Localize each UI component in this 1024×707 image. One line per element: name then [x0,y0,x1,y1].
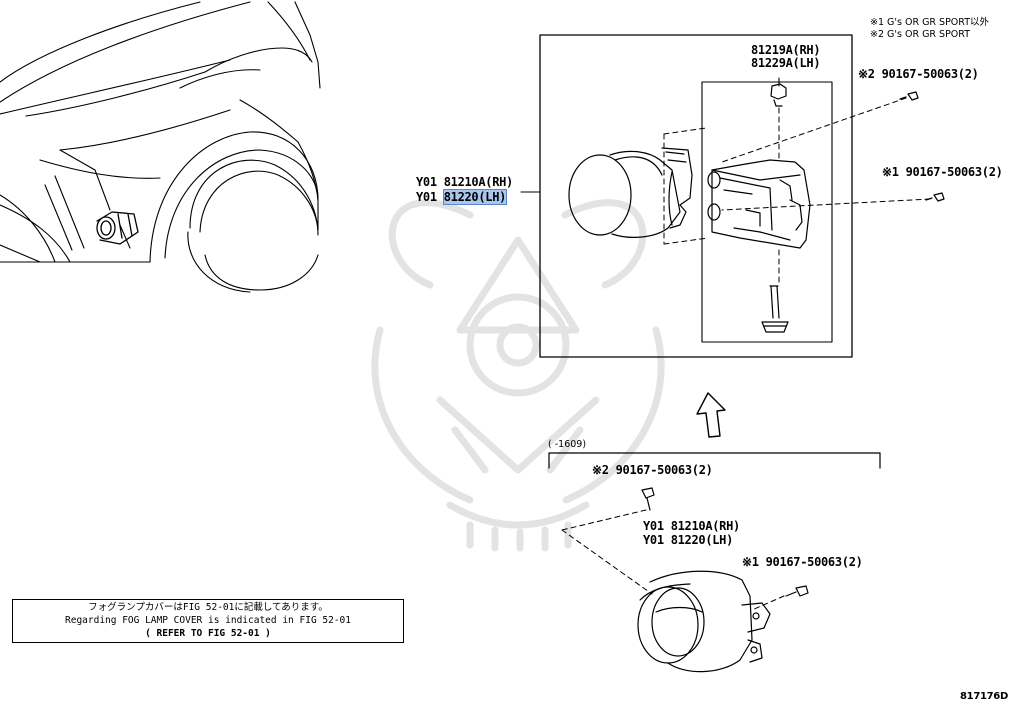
fog-lamp-lower [637,570,771,673]
fog-lamp-upper [568,147,693,238]
bracket-lh-label[interactable]: 81229A(LH) [751,56,821,70]
screw-note2-lower-label[interactable]: ※2 90167-50063(2) [592,463,713,477]
date-range-label: ( -1609) [548,439,587,450]
screw-icon [641,487,809,597]
main-part-rh-label[interactable]: 81210A(RH) [443,175,514,189]
main-part-prefix: Y01 [416,175,437,189]
legend-note-2: ※2 G's OR GR SPORT [870,29,970,40]
figure-id: 817176D [960,691,1008,702]
up-arrow-icon [696,392,726,438]
main-part-lh-label[interactable]: 81220(LH) [442,189,508,205]
lower-group-bracket [548,452,881,469]
watermark-emblem-icon [371,199,665,552]
note-line-reference[interactable]: ( REFER TO FIG 52-01 ) [145,628,271,639]
reference-note-box: フォグランプカバーはFIG 52-01に記載してあります。 Regarding … [12,599,404,643]
lower-part-rh-label[interactable]: Y01 81210A(RH) [643,519,740,533]
fog-lamp-bracket [707,159,811,249]
upper-assembly-frame [539,34,853,358]
leader-lines-upper [663,97,931,285]
main-part-lh-row: Y01 81220(LH) [416,189,508,205]
main-part-rh-row: Y01 81210A(RH) [416,176,513,189]
legend-note-1: ※1 G's OR GR SPORT以外 [870,17,989,28]
bracket-rh-label[interactable]: 81219A(RH) [751,43,821,57]
screw-note1-lower-label[interactable]: ※1 90167-50063(2) [742,555,863,569]
screw-icon [899,91,945,202]
bracket-subgroup-frame [701,81,833,343]
note-line-english: Regarding FOG LAMP COVER is indicated in… [65,615,351,626]
lower-part-lh-label[interactable]: Y01 81220(LH) [643,533,734,547]
vehicle-fender-outline [0,1,321,293]
note-line-japanese: フォグランプカバーはFIG 52-01に記載してあります。 [88,602,328,613]
screw-note1-upper-label[interactable]: ※1 90167-50063(2) [882,165,1003,179]
leader-lines-lower [561,509,785,611]
adjusting-screw-icon [761,285,789,333]
main-part-prefix: Y01 [416,190,437,204]
nut-icon [770,83,787,107]
screw-note2-upper-label[interactable]: ※2 90167-50063(2) [858,67,979,81]
